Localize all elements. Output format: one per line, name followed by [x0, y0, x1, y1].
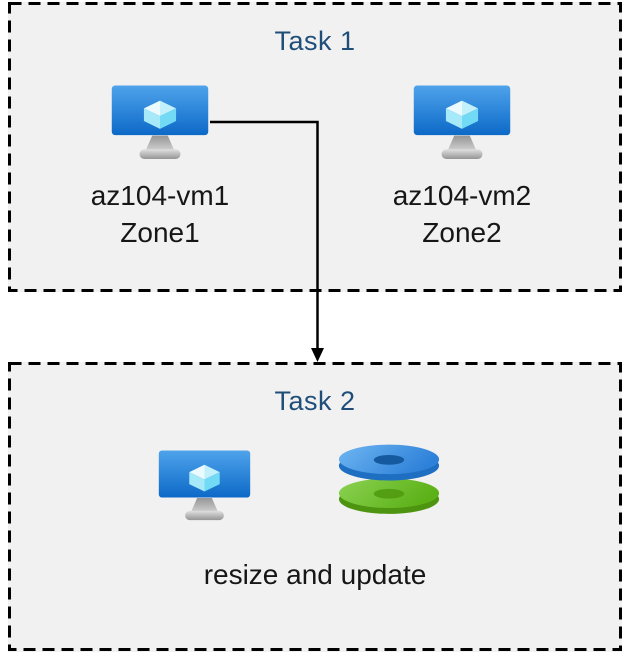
task2-caption: resize and update — [203, 559, 427, 590]
vm-name: az104-vm2 — [392, 180, 532, 211]
virtual-machine-icon — [413, 85, 511, 160]
vm-label: az104-vm1 Zone1 — [50, 177, 270, 251]
vm-zone: Zone2 — [422, 217, 502, 248]
task1-title: Task 1 — [274, 26, 356, 56]
managed-disks-icon — [338, 444, 440, 514]
vm-label: az104-vm2 Zone2 — [352, 177, 572, 251]
task2-box: Task 2 resize and update — [8, 362, 622, 652]
vm-group-az104-vm1: az104-vm1 Zone1 — [50, 85, 270, 251]
vm-group-az104-vm2: az104-vm2 Zone2 — [352, 85, 572, 251]
task1-box: Task 1 az104-vm1 Zone1 az104-vm2 Zone2 — [8, 2, 622, 292]
vm-name: az104-vm1 — [90, 180, 230, 211]
task2-title: Task 2 — [274, 386, 356, 416]
arrow-head-icon — [311, 348, 324, 362]
vm-zone: Zone1 — [120, 217, 200, 248]
virtual-machine-icon — [158, 450, 251, 521]
virtual-machine-icon — [111, 85, 209, 160]
